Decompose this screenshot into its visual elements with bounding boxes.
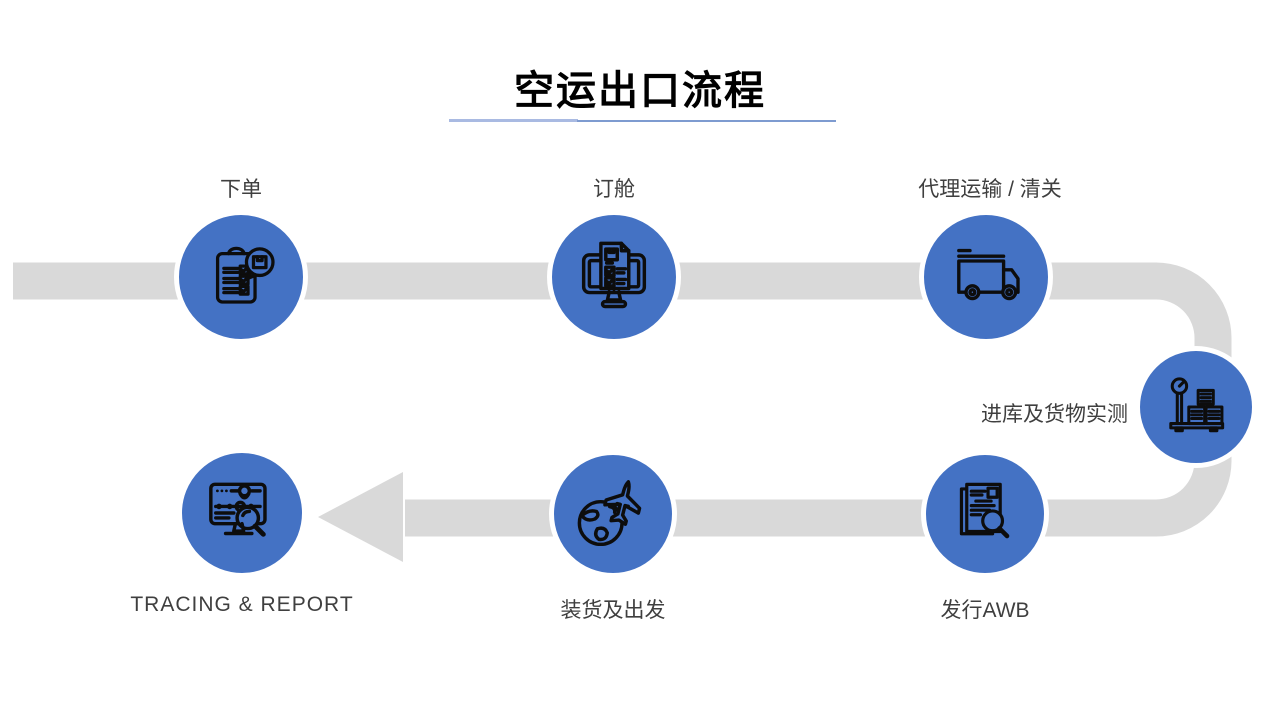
step-circle-loading-departure <box>549 450 677 578</box>
step-label-warehouse-measure: 进库及货物实测 <box>981 403 1128 426</box>
step-circle-issue-awb <box>921 450 1049 578</box>
awb-documents-icon <box>959 482 1010 539</box>
step-circle-warehouse-measure <box>1135 346 1257 468</box>
cargo-scale-icon <box>1169 377 1225 433</box>
globe-plane-icon <box>577 480 642 547</box>
page-title: 空运出口流程 <box>514 69 766 113</box>
step-label-agent-transport: 代理运输 / 清关 <box>918 178 1062 201</box>
step-circle-place-order <box>174 210 308 344</box>
tracking-monitor-icon <box>209 482 267 537</box>
title-underline-left <box>449 119 578 122</box>
step-circle-booking <box>547 210 681 344</box>
flow-arrow-head <box>318 472 403 562</box>
step-label-loading-departure: 装货及出发 <box>560 599 666 622</box>
step-circle-tracing-report <box>177 448 307 578</box>
title-underline-right <box>577 120 836 122</box>
order-clipboard-icon <box>215 246 275 304</box>
step-label-issue-awb: 发行AWB <box>940 599 1030 622</box>
truck-icon <box>957 248 1020 301</box>
step-label-booking: 订舱 <box>593 178 635 201</box>
step-label-tracing-report: TRACING & REPORT <box>130 593 354 616</box>
booking-monitor-icon <box>581 241 647 309</box>
step-label-place-order: 下单 <box>220 178 262 201</box>
step-circle-agent-transport <box>919 210 1053 344</box>
